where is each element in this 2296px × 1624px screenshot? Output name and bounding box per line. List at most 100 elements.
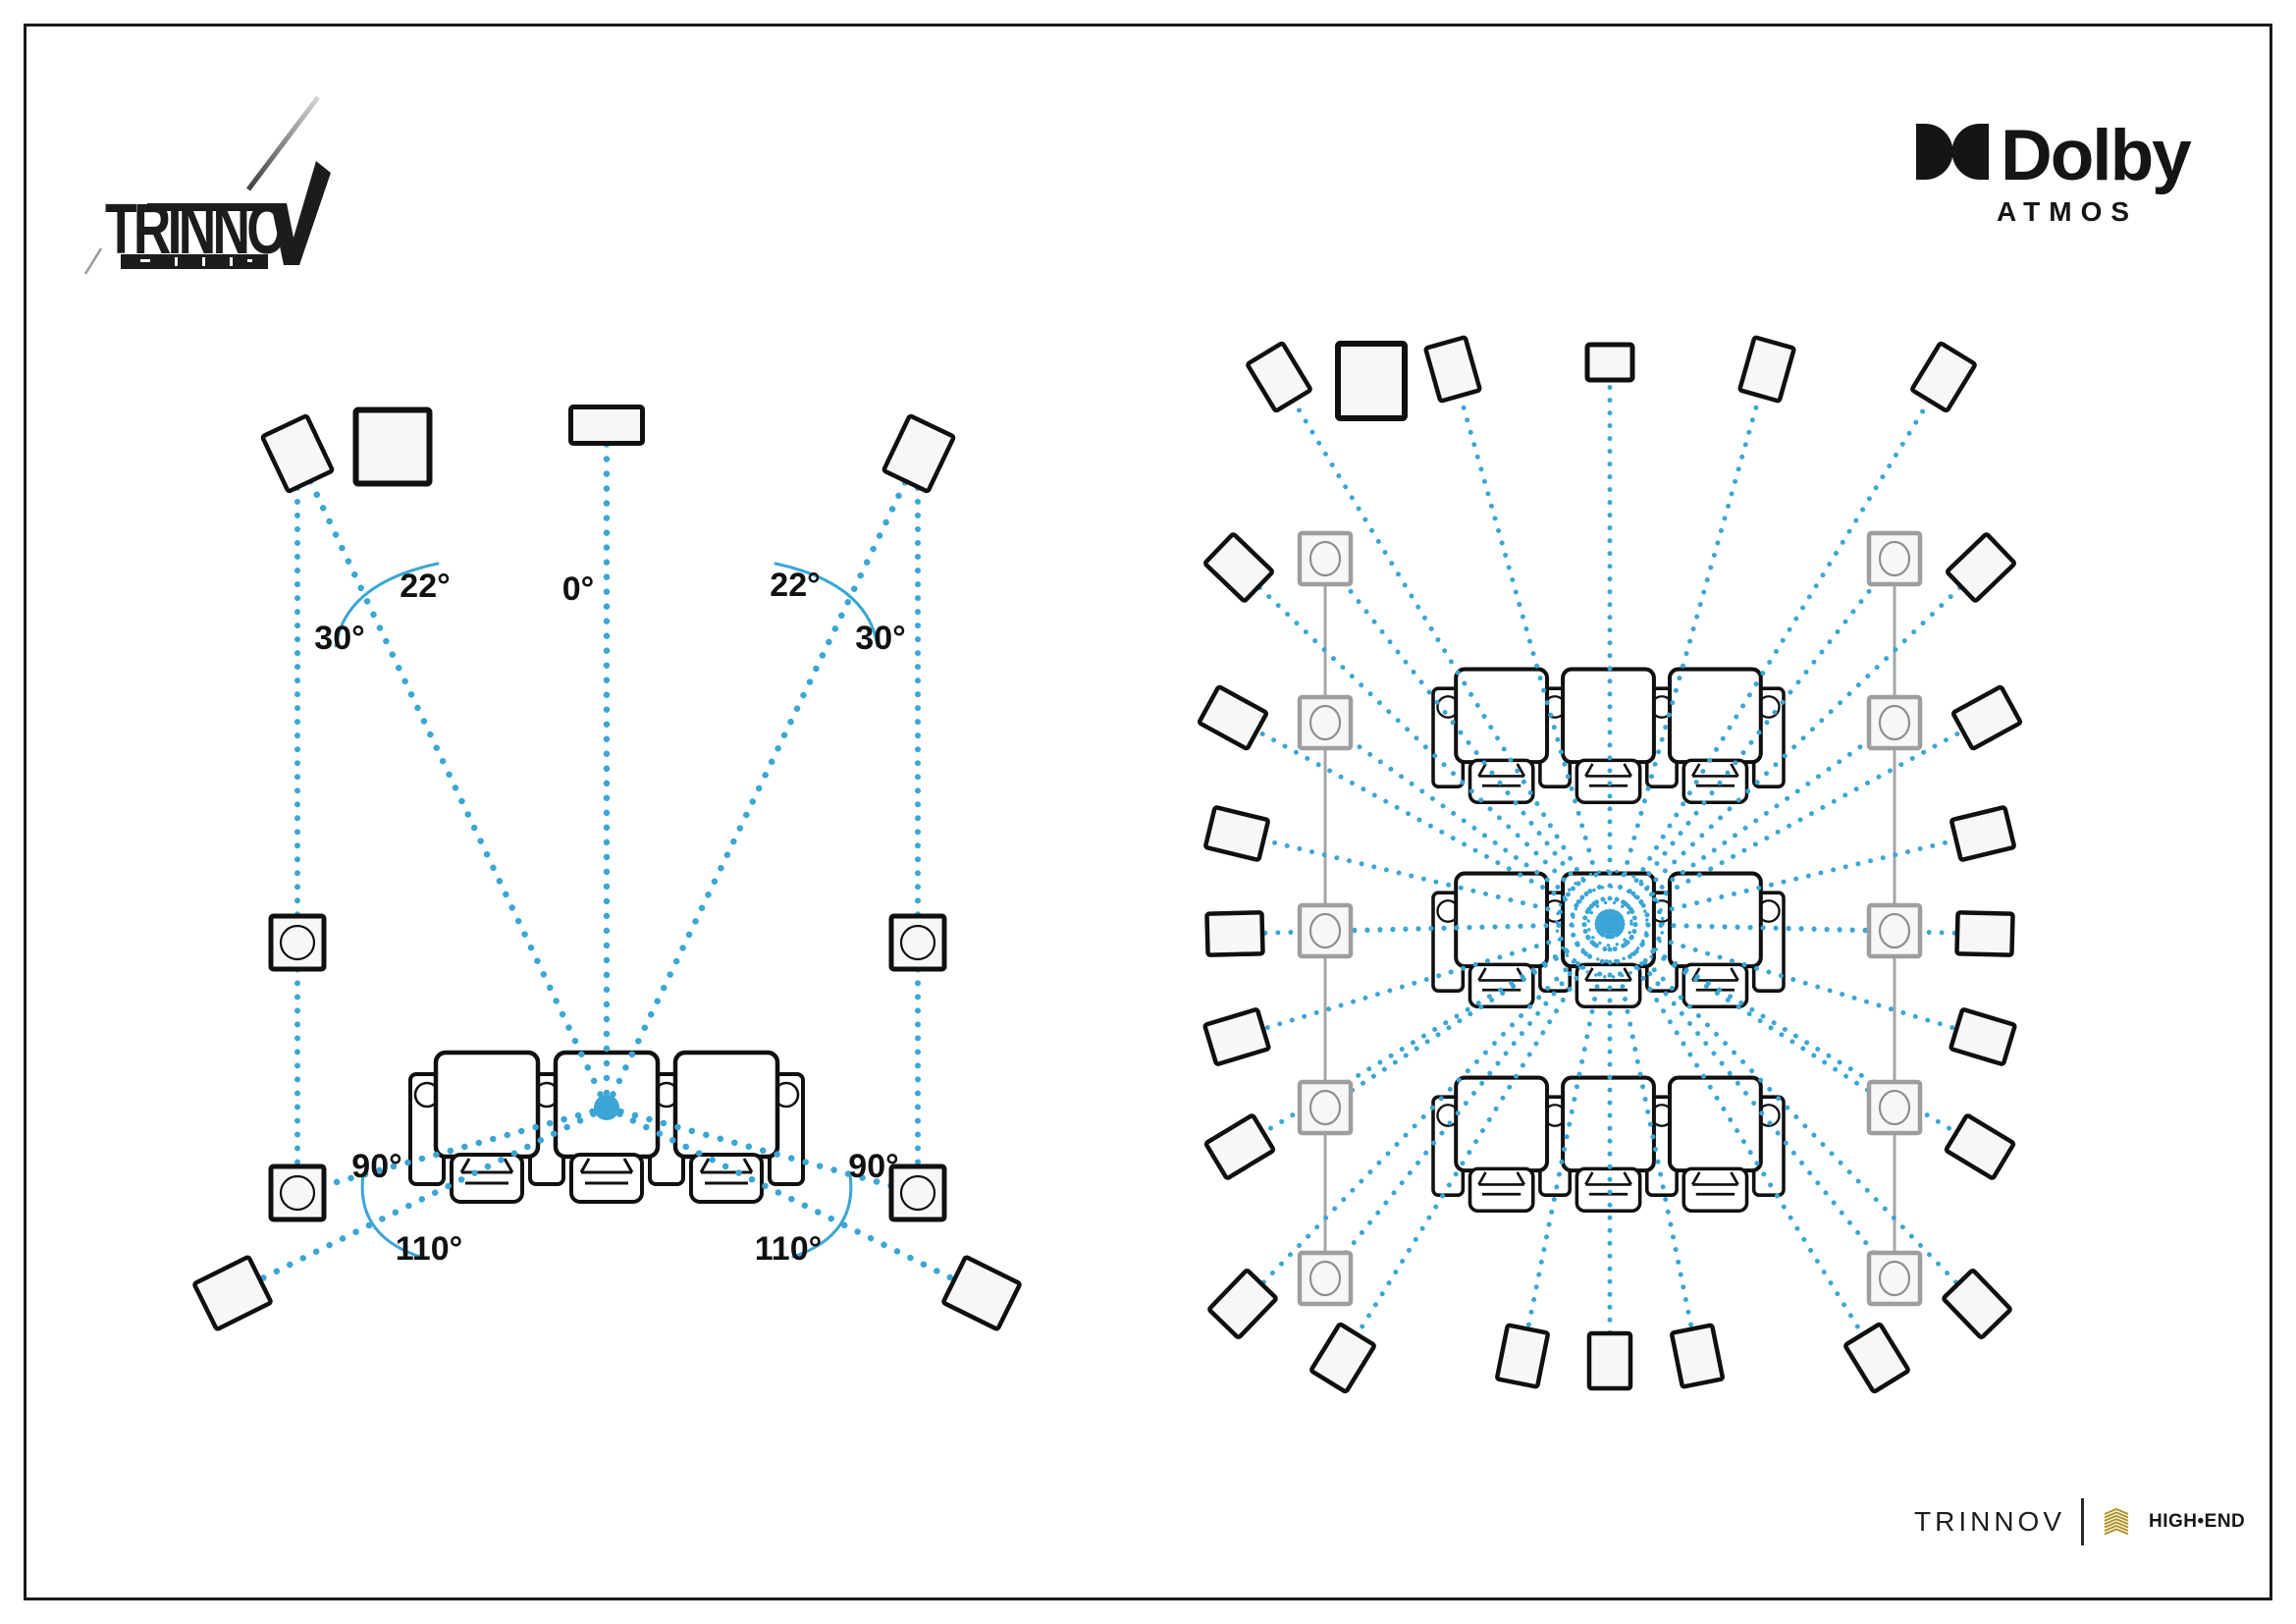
rear-bottom-1 — [1309, 1322, 1376, 1394]
rear-bottom-4 — [1670, 1323, 1725, 1389]
ceiling-left-1 — [1297, 530, 1354, 587]
dotted-line — [1607, 921, 1897, 1110]
dotted-line — [1236, 565, 1613, 927]
ceiling-right-5 — [1866, 1250, 1923, 1307]
top-height-2 — [1423, 335, 1482, 404]
surround-left-6 — [1203, 1113, 1276, 1180]
seat-back — [1454, 871, 1550, 969]
footrest-detail — [699, 1158, 754, 1185]
dotted-line — [1607, 831, 1986, 927]
dotted-line — [1607, 715, 1990, 927]
surround-left-3 — [1203, 805, 1270, 862]
seat-back — [672, 1050, 780, 1160]
dotted-line — [1607, 374, 1947, 927]
dotted-line — [1607, 556, 1897, 927]
footer-trinnov: TRINNOV — [1914, 1506, 2065, 1537]
footrest-detail — [459, 1158, 514, 1185]
footrest — [450, 1153, 524, 1204]
logo-tick — [247, 259, 252, 262]
dotted-line — [1607, 565, 1984, 927]
footrest — [1575, 1166, 1642, 1214]
ceiling-right-3 — [1866, 902, 1923, 959]
dotted-line — [603, 1104, 986, 1297]
front-angles-diagram: 22°0°22°30°30°90°90°110°110° — [192, 405, 1022, 1331]
dotted-line — [294, 1104, 611, 1197]
angle-label: 110° — [396, 1230, 462, 1268]
angle-label: 30° — [855, 620, 905, 657]
seat-back — [1454, 667, 1550, 765]
footrest-detail — [1691, 763, 1739, 787]
top-center — [1584, 342, 1635, 383]
angle-label: 0° — [562, 570, 595, 608]
angle-label: 90° — [351, 1148, 401, 1185]
listening-position-dot — [594, 1095, 619, 1120]
footer-divider — [2081, 1498, 2084, 1545]
subwoofer — [1335, 341, 1408, 421]
full-room-diagram — [1197, 335, 2023, 1394]
surround-right-5 — [1949, 1007, 2017, 1066]
footrest-detail — [579, 1158, 634, 1185]
footrest — [1682, 962, 1749, 1009]
dotted-line — [229, 1104, 611, 1297]
angle-arc — [774, 562, 880, 648]
angle-arc — [791, 1172, 853, 1259]
surround-right-3 — [1949, 805, 2016, 862]
dotted-line — [1322, 921, 1613, 1281]
footer: TRINNOV HIGH•END — [1914, 1498, 2245, 1545]
surround-right-2 — [1950, 684, 2023, 751]
ceiling-left-5 — [1297, 1250, 1354, 1307]
top-height-4 — [1910, 341, 1977, 413]
top-height-1 — [1246, 341, 1312, 413]
footrest — [1468, 962, 1535, 1009]
dotted-line — [603, 450, 923, 1111]
footrest — [569, 1153, 644, 1204]
footrest-detail — [1477, 763, 1525, 787]
footrest-detail — [1477, 1171, 1525, 1196]
dotted-line — [1234, 831, 1613, 927]
footrest-detail — [1691, 1171, 1739, 1196]
surround-left-rear — [268, 1164, 327, 1222]
listening-position-dot — [1599, 913, 1621, 935]
surround-right-6 — [1944, 1113, 2016, 1180]
atmos-word: ATMOS — [1997, 196, 2138, 227]
footrest — [689, 1153, 764, 1204]
surround-left-front — [268, 913, 327, 972]
rear-bottom-2 — [1495, 1323, 1550, 1389]
surround-right-4 — [1954, 910, 2015, 957]
dotted-line — [1607, 921, 1986, 1040]
highend-chevrons-icon — [2104, 1507, 2129, 1536]
dotted-line — [603, 1104, 922, 1197]
ceiling-right-2 — [1866, 694, 1923, 751]
angle-label: 22° — [400, 568, 450, 605]
footer-highend: HIGH•END — [2149, 1511, 2246, 1532]
angle-label: 30° — [314, 620, 364, 657]
surround-right-7 — [1942, 1269, 2012, 1339]
dotted-line — [1322, 556, 1613, 927]
logo-tick — [202, 257, 205, 266]
footrest-detail — [1584, 1171, 1632, 1196]
surround-right-rear — [888, 1164, 947, 1222]
logo-slash — [246, 95, 320, 191]
footrest-detail — [1477, 967, 1525, 992]
surround-left-7 — [1207, 1269, 1278, 1339]
top-height-3 — [1737, 335, 1796, 404]
dolby-word: Dolby — [2001, 116, 2192, 195]
footrest — [1575, 962, 1642, 1009]
ceiling-right-1 — [1866, 530, 1923, 587]
footrest — [1682, 758, 1749, 805]
seat-back — [1454, 1075, 1550, 1173]
logo-v-check — [271, 161, 331, 265]
page-border — [24, 24, 2272, 1600]
dotted-line — [1607, 366, 1770, 927]
subwoofer — [352, 406, 433, 487]
rear-right-speaker — [941, 1255, 1022, 1331]
front-right-speaker — [881, 413, 956, 494]
trinnov-logo: TRINNO — [83, 95, 331, 275]
surround-left-5 — [1202, 1007, 1271, 1066]
logo-tick — [140, 259, 150, 262]
angle-arc — [360, 1172, 422, 1259]
footrest — [1575, 758, 1642, 805]
seat-back — [433, 1050, 541, 1160]
